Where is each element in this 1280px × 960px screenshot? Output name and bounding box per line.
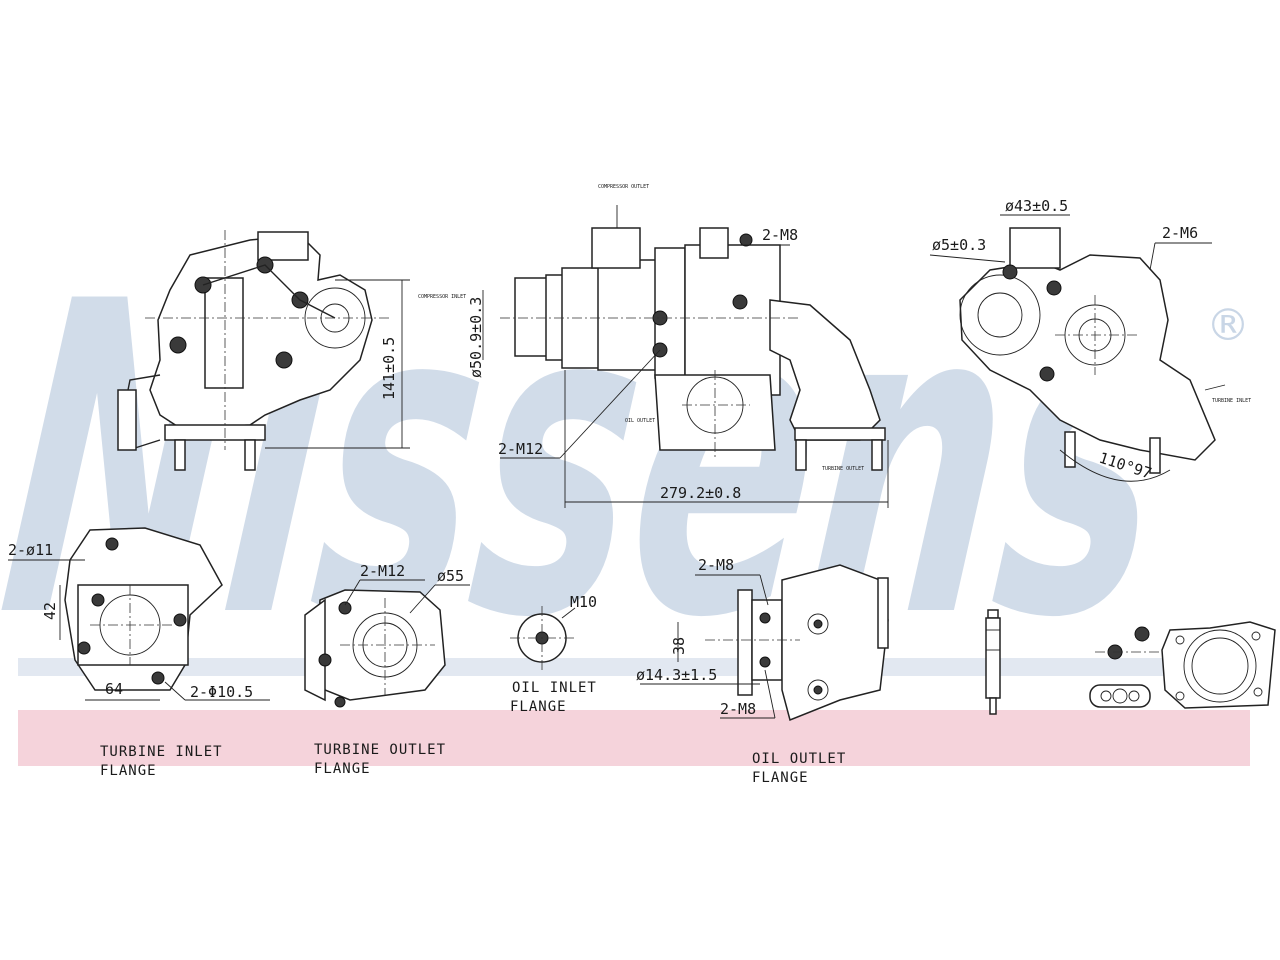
oil-inlet-caption-1: OIL INLET (512, 680, 597, 696)
accessories (985, 609, 1276, 715)
oil-inlet-flange: M10 OIL INLET FLANGE (510, 593, 597, 715)
thread-right-label: 2-M6 (1162, 224, 1198, 242)
vertical-dimension: 42 (41, 602, 59, 620)
oil-outlet-thread-top: 2-M8 (698, 556, 734, 574)
oil-outlet-thread-bottom: 2-M8 (720, 700, 756, 718)
turbine-outlet-caption-2: FLANGE (314, 761, 371, 777)
small-diameter: ø5±0.3 (932, 236, 986, 254)
height-dimension: 141±0.5 (380, 337, 398, 400)
oil-outlet-caption-2: FLANGE (752, 770, 809, 786)
oil-outlet-diameter: ø14.3±1.5 (636, 666, 717, 684)
turbine-inlet-flange: 2-ø11 42 64 2-Φ10.5 TURBINE INLET FLANGE (8, 527, 270, 779)
thread-top-label: 2-M8 (762, 226, 798, 244)
oil-outlet-dimension: 38 (670, 637, 688, 655)
right-view: ø43±0.5 ø5±0.3 2-M6 TURBINE INLET 110°97 (929, 197, 1251, 483)
length-dimension: 279.2±0.8 (660, 484, 741, 502)
oil-outlet-caption-1: OIL OUTLET (752, 751, 846, 767)
turbine-inlet-caption-2: FLANGE (100, 763, 157, 779)
turbine-inlet-caption-1: TURBINE INLET (100, 744, 223, 760)
outlet-diameter-flange: ø55 (437, 567, 464, 585)
thread-mid-label: 2-M12 (498, 440, 543, 458)
inlet-diameter: ø50.9±0.3 (467, 297, 485, 378)
outlet-thread: 2-M12 (360, 562, 405, 580)
note-compressor-outlet: COMPRESSOR OUTLET (598, 184, 649, 190)
oil-outlet-flange: 2-M8 38 ø14.3±1.5 2-M8 OIL OUTLET FLANGE (636, 556, 889, 786)
registered-mark: ® (1206, 300, 1250, 351)
left-view: 141±0.5 (117, 230, 410, 471)
note-oil-outlet: OIL OUTLET (625, 418, 655, 424)
oil-inlet-thread: M10 (570, 593, 597, 611)
bolt-diameter: 2-Φ10.5 (190, 683, 253, 701)
hole-diameter: 2-ø11 (8, 541, 53, 559)
note-turbine-outlet: TURBINE OUTLET (822, 466, 864, 472)
turbine-outlet-caption-1: TURBINE OUTLET (314, 742, 446, 758)
note-turbine-inlet: TURBINE INLET (1212, 398, 1251, 404)
note-compressor-inlet: COMPRESSOR INLET (418, 294, 466, 300)
pink-band (18, 710, 1250, 766)
outlet-diameter: ø43±0.5 (1005, 197, 1068, 215)
center-view: COMPRESSOR OUTLET COMPRESSOR INLET OIL O… (418, 184, 889, 508)
turbine-outlet-flange: 2-M12 ø55 TURBINE OUTLET FLANGE (304, 562, 470, 777)
oil-inlet-caption-2: FLANGE (510, 699, 567, 715)
horizontal-dimension: 64 (105, 680, 123, 698)
